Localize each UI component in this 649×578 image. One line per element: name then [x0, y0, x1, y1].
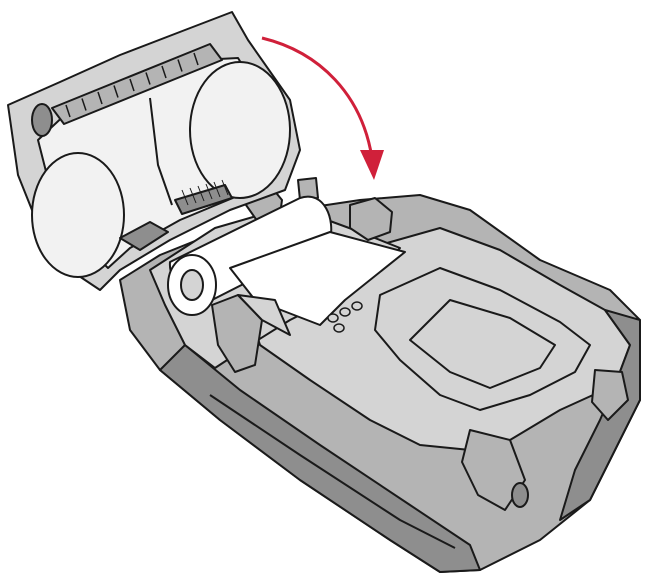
roller-tick	[193, 52, 199, 66]
body-seam	[209, 394, 456, 549]
close-arrow-curve	[261, 36, 374, 159]
body-front-skirt	[159, 344, 481, 573]
status-button	[351, 301, 363, 311]
feed-button	[327, 313, 339, 323]
latch-right	[349, 197, 393, 241]
roller-tick	[145, 72, 151, 85]
lid-gear	[31, 103, 53, 137]
grate-line	[189, 187, 197, 204]
lid-grate-lines	[181, 179, 229, 206]
body-grip	[461, 429, 526, 511]
printer-body	[119, 177, 641, 573]
aux-button	[333, 323, 345, 333]
grate-line	[197, 185, 205, 202]
roller-tick	[97, 91, 103, 105]
roller-tick	[129, 78, 135, 92]
close-arrow	[261, 36, 384, 180]
grate-line	[213, 181, 221, 198]
lid-left-disc	[31, 152, 125, 278]
close-arrow-head	[360, 150, 384, 180]
lid-rib	[149, 97, 173, 206]
roller-tick	[161, 65, 167, 79]
media-holder-arm	[237, 294, 291, 336]
lid-right-disc	[189, 61, 291, 199]
body-side-bump	[591, 369, 629, 421]
roller-tick	[113, 85, 119, 98]
roller-tick	[65, 104, 71, 118]
lid-roller-ticks	[65, 52, 199, 118]
roller-tick	[81, 98, 87, 111]
grate-line	[221, 179, 229, 196]
grate-line	[181, 189, 189, 206]
grate-line	[205, 183, 213, 200]
body-cover-panel	[374, 267, 591, 411]
control-buttons	[327, 301, 363, 333]
paper-roll-core	[180, 269, 204, 301]
body-cover-inset	[409, 299, 556, 389]
body-screw	[511, 482, 529, 508]
lid-hinge	[119, 221, 169, 251]
latch-tab	[297, 177, 319, 201]
power-button	[339, 307, 351, 317]
paper-roll	[167, 195, 406, 373]
roller-tick	[177, 59, 183, 72]
